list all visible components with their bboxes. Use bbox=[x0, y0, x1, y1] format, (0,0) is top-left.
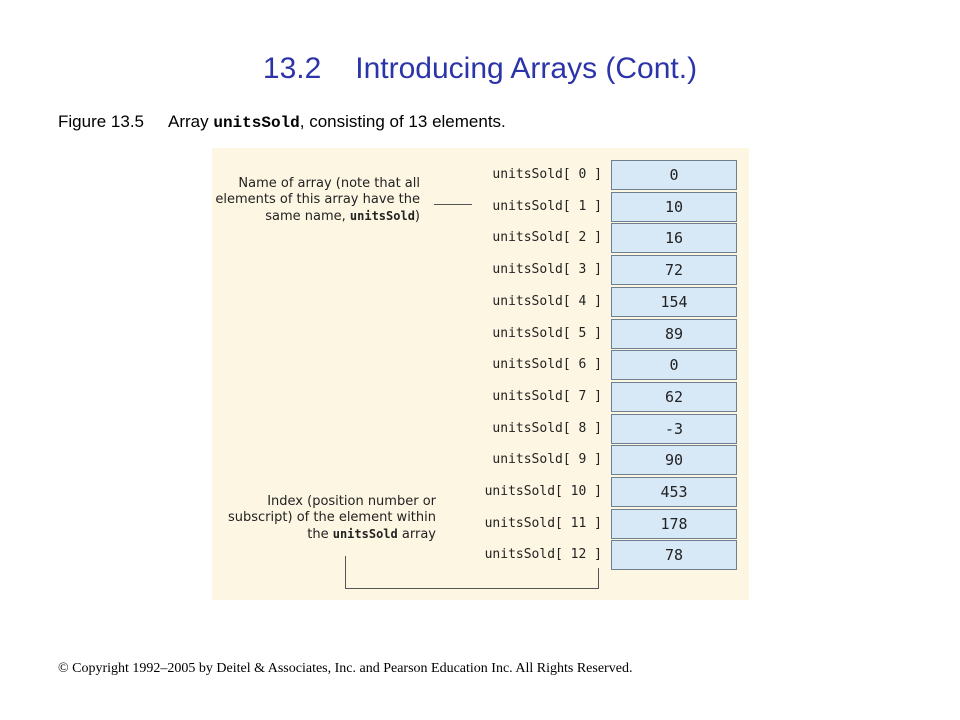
index-note: Index (position number or subscript) of … bbox=[212, 494, 436, 543]
index-bracket-right bbox=[598, 568, 599, 589]
figure-caption: Figure 13.5 Array unitsSold, consisting o… bbox=[58, 112, 506, 132]
index-note-text: Index (position number or subscript) of … bbox=[228, 494, 436, 542]
element-label: unitsSold[ 5 ] bbox=[492, 325, 602, 341]
slide-title: 13.2 Introducing Arrays (Cont.) bbox=[0, 52, 960, 86]
element-value-cell: 62 bbox=[611, 381, 737, 412]
element-value-cell: 154 bbox=[611, 286, 737, 317]
element-value-cell: 72 bbox=[611, 255, 737, 286]
element-label: unitsSold[ 11 ] bbox=[484, 515, 602, 531]
element-value-cell: 0 bbox=[611, 160, 737, 190]
array-name-note-text: Name of array (note that all elements of… bbox=[215, 176, 420, 224]
element-value-cell: 178 bbox=[611, 508, 737, 539]
element-value-cell: 16 bbox=[611, 223, 737, 254]
element-value-cell: 90 bbox=[611, 445, 737, 476]
caption-post: , consisting of 13 elements. bbox=[299, 112, 506, 131]
element-label: unitsSold[ 8 ] bbox=[492, 420, 602, 436]
title-number: 13.2 bbox=[262, 52, 322, 85]
element-label: unitsSold[ 10 ] bbox=[484, 484, 602, 499]
element-label: unitsSold[ 3 ] bbox=[492, 262, 602, 278]
element-label: unitsSold[ 9 ] bbox=[492, 452, 602, 468]
index-bracket-left bbox=[345, 556, 346, 588]
element-value-cell: 10 bbox=[611, 191, 737, 222]
index-note-suffix: array bbox=[397, 527, 436, 542]
array-name-note-code: unitsSold bbox=[349, 209, 415, 223]
element-label: unitsSold[ 6 ] bbox=[492, 357, 602, 373]
element-label: unitsSold[ 1 ] bbox=[492, 198, 602, 214]
element-label: unitsSold[ 7 ] bbox=[492, 388, 602, 404]
element-value-cell: 453 bbox=[611, 477, 737, 507]
copyright-notice: © Copyright 1992–2005 by Deitel & Associ… bbox=[58, 661, 633, 676]
element-label: unitsSold[ 12 ] bbox=[484, 547, 602, 563]
caption-code: unitsSold bbox=[213, 114, 300, 132]
title-text: Introducing Arrays (Cont.) bbox=[355, 52, 698, 85]
index-note-code: unitsSold bbox=[332, 527, 398, 541]
array-name-pointer-line bbox=[434, 204, 472, 205]
caption-pre: Array bbox=[168, 112, 214, 131]
element-label: unitsSold[ 4 ] bbox=[492, 293, 602, 309]
element-label: unitsSold[ 0 ] bbox=[492, 167, 602, 182]
element-value-cell: 0 bbox=[611, 350, 737, 381]
element-value-cell: -3 bbox=[611, 413, 737, 444]
element-label: unitsSold[ 2 ] bbox=[492, 230, 602, 246]
array-name-note-suffix: ) bbox=[414, 209, 420, 224]
array-diagram: Name of array (note that all elements of… bbox=[212, 148, 749, 600]
index-bracket-bottom bbox=[345, 588, 599, 589]
figure-label: Figure 13.5 bbox=[58, 112, 144, 131]
element-value-cell: 78 bbox=[611, 540, 737, 571]
element-value-cell: 89 bbox=[611, 318, 737, 349]
array-name-note: Name of array (note that all elements of… bbox=[212, 176, 420, 225]
